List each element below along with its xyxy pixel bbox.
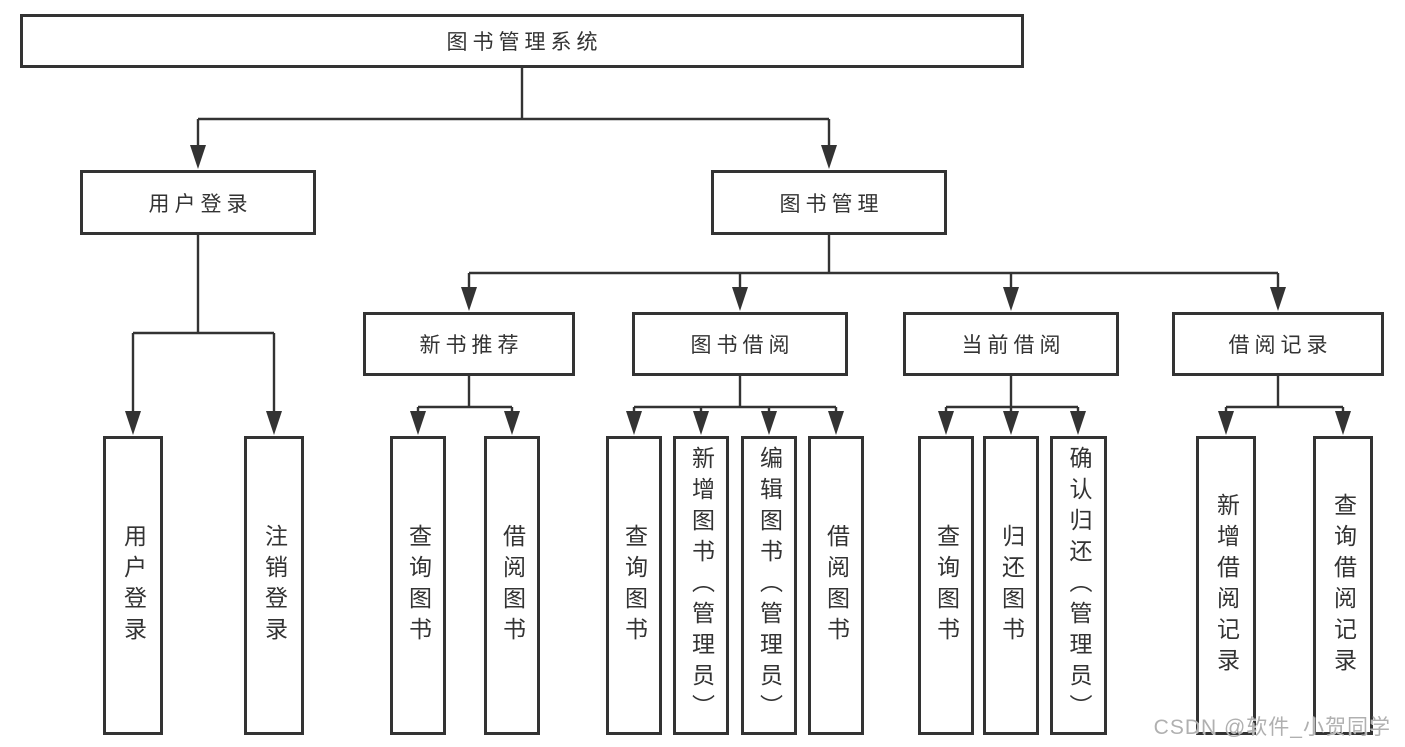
arrow-down-icon [693,411,709,435]
leaf-user-login: 用户登录 [103,436,163,735]
leaf-confirm-return-admin: 确认归还（管理员） [1050,436,1107,735]
node-new-book-recommend: 新书推荐 [363,312,575,376]
node-library-system: 图书管理系统 [20,14,1024,68]
node-label: 查询图书 [933,523,960,648]
node-label: 注销登录 [261,523,288,648]
connector-newrec-to-leaves [410,376,520,435]
arrow-down-icon [461,287,477,311]
node-current-borrow: 当前借阅 [903,312,1119,376]
node-label: 新增图书（管理员） [688,446,715,725]
leaf-query-books-borrow: 查询图书 [606,436,662,735]
arrow-down-icon [732,287,748,311]
leaf-query-borrow-record: 查询借阅记录 [1313,436,1373,735]
arrow-down-icon [410,411,426,435]
leaf-return-books: 归还图书 [983,436,1039,735]
connector-current-to-leaves [938,376,1086,435]
arrow-down-icon [761,411,777,435]
leaf-edit-books-admin: 编辑图书（管理员） [741,436,797,735]
node-label: 归还图书 [998,523,1025,648]
node-label: 图书管理 [779,192,884,216]
arrow-down-icon [1218,411,1234,435]
node-label: 查询图书 [405,523,432,648]
node-user-login: 用户登录 [80,170,316,235]
node-label: 新书推荐 [419,334,524,357]
node-label: 查询图书 [621,523,648,648]
arrow-down-icon [938,411,954,435]
arrow-down-icon [626,411,642,435]
node-label: 确认归还（管理员） [1066,446,1092,725]
node-book-management: 图书管理 [711,170,947,235]
arrow-down-icon [828,411,844,435]
connector-bookmgmt-to-level2 [461,235,1286,311]
node-label: 新增借阅记录 [1213,492,1240,679]
leaf-borrow-books-recommend: 借阅图书 [484,436,540,735]
arrow-down-icon [504,411,520,435]
node-label: 当前借阅 [961,334,1066,357]
leaf-add-books-admin: 新增图书（管理员） [673,436,729,735]
leaf-borrow-books: 借阅图书 [808,436,864,735]
node-label: 编辑图书（管理员） [756,446,783,725]
leaf-query-books-current: 查询图书 [918,436,974,735]
arrow-down-icon [821,145,837,169]
node-borrow-records: 借阅记录 [1172,312,1384,376]
leaf-logout: 注销登录 [244,436,304,735]
arrow-down-icon [1335,411,1351,435]
connector-userlogin-to-leaves [125,235,282,435]
node-label: 借阅图书 [499,523,526,648]
arrow-down-icon [266,411,282,435]
node-label: 图书借阅 [690,334,795,357]
leaf-add-borrow-record: 新增借阅记录 [1196,436,1256,735]
connector-records-to-leaves [1218,376,1351,435]
arrow-down-icon [190,145,206,169]
arrow-down-icon [1070,411,1086,435]
node-book-borrow: 图书借阅 [632,312,848,376]
node-label: 查询借阅记录 [1330,492,1357,679]
node-label: 用户登录 [120,523,147,648]
arrow-down-icon [1270,287,1286,311]
connector-borrow-to-leaves [626,376,844,435]
leaf-query-books-recommend: 查询图书 [390,436,446,735]
node-label: 用户登录 [148,192,253,216]
node-label: 借阅记录 [1228,334,1333,357]
node-label: 图书管理系统 [446,31,603,54]
csdn-watermark: CSDN @软件_小贺同学 [1153,716,1391,739]
connector-root-to-level1 [190,68,837,169]
arrow-down-icon [1003,411,1019,435]
arrow-down-icon [125,411,141,435]
arrow-down-icon [1003,287,1019,311]
node-label: 借阅图书 [823,523,850,648]
